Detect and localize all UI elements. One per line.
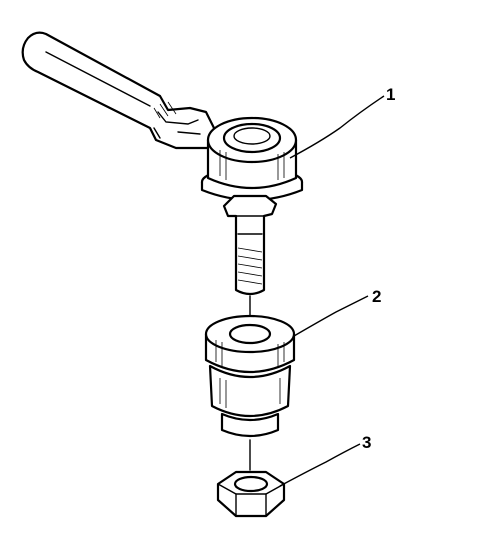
bushing-part: [204, 314, 296, 438]
hex-nut-part: [216, 470, 286, 518]
callout-3: 3: [279, 433, 371, 487]
callout-1: 1: [289, 85, 395, 159]
callout-3-leader: [279, 443, 361, 487]
ball-housing: [200, 116, 304, 202]
callout-2-label: 2: [372, 287, 381, 306]
tie-rod-arm: [21, 31, 216, 150]
callout-1-label: 1: [386, 85, 395, 104]
ball-stud-shank: [222, 194, 278, 296]
tie-rod-end-part: [21, 31, 304, 296]
callout-2-leader: [293, 295, 369, 337]
callout-2: 2: [293, 287, 381, 337]
callout-3-label: 3: [362, 433, 371, 452]
callout-1-leader: [289, 95, 385, 159]
